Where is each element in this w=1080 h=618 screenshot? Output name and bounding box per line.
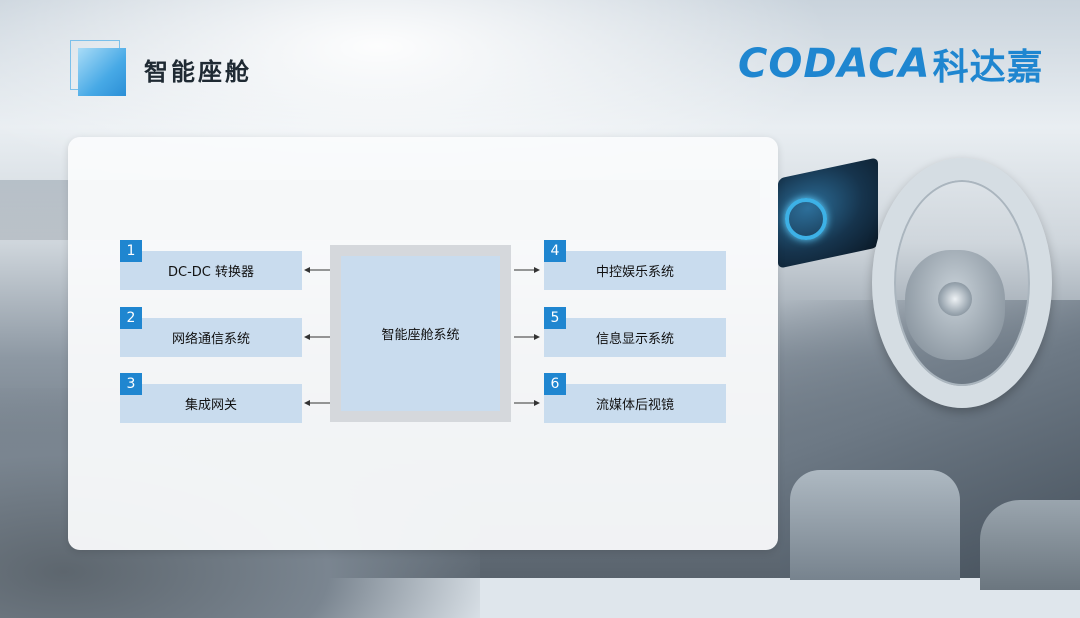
badge-number: 3 [120,373,142,395]
arrow-icon [514,265,540,275]
steering-wheel-logo-icon [938,282,972,316]
left-item-3: 集成网关 [120,384,302,423]
right-item-4: 中控娱乐系统 [544,251,726,290]
badge-number: 2 [120,307,142,329]
arrow-icon [304,332,330,342]
brand-latin: CODACA [738,41,931,87]
seat [980,500,1080,590]
left-item-label: 网络通信系统 [171,332,250,347]
arrow-icon [514,398,540,408]
right-item-label: 信息显示系统 [595,332,674,347]
left-item-2: 网络通信系统 [120,318,302,357]
arrow-icon [514,332,540,342]
center-system-box: 智能座舱系统 [330,245,511,422]
badge-number: 5 [544,307,566,329]
title-square-fill [78,48,126,96]
cockpit-illustration [778,157,1080,590]
badge-number: 4 [544,240,566,262]
right-item-label: 中控娱乐系统 [595,265,674,280]
badge-number: 6 [544,373,566,395]
title-square-icon [70,40,126,96]
left-item-label: DC-DC 转换器 [168,265,254,280]
center-console [790,470,960,580]
brand-chinese: 科达嘉 [932,47,1044,88]
left-item-1: DC-DC 转换器 [120,251,302,290]
center-system-label: 智能座舱系统 [341,256,500,411]
arrow-icon [304,398,330,408]
right-item-6: 流媒体后视镜 [544,384,726,423]
speed-gauge-icon [785,198,827,240]
left-item-label: 集成网关 [184,398,237,413]
right-item-5: 信息显示系统 [544,318,726,357]
arrow-icon [304,265,330,275]
right-item-label: 流媒体后视镜 [595,398,674,413]
badge-number: 1 [120,240,142,262]
page-title: 智能座舱 [144,58,252,86]
